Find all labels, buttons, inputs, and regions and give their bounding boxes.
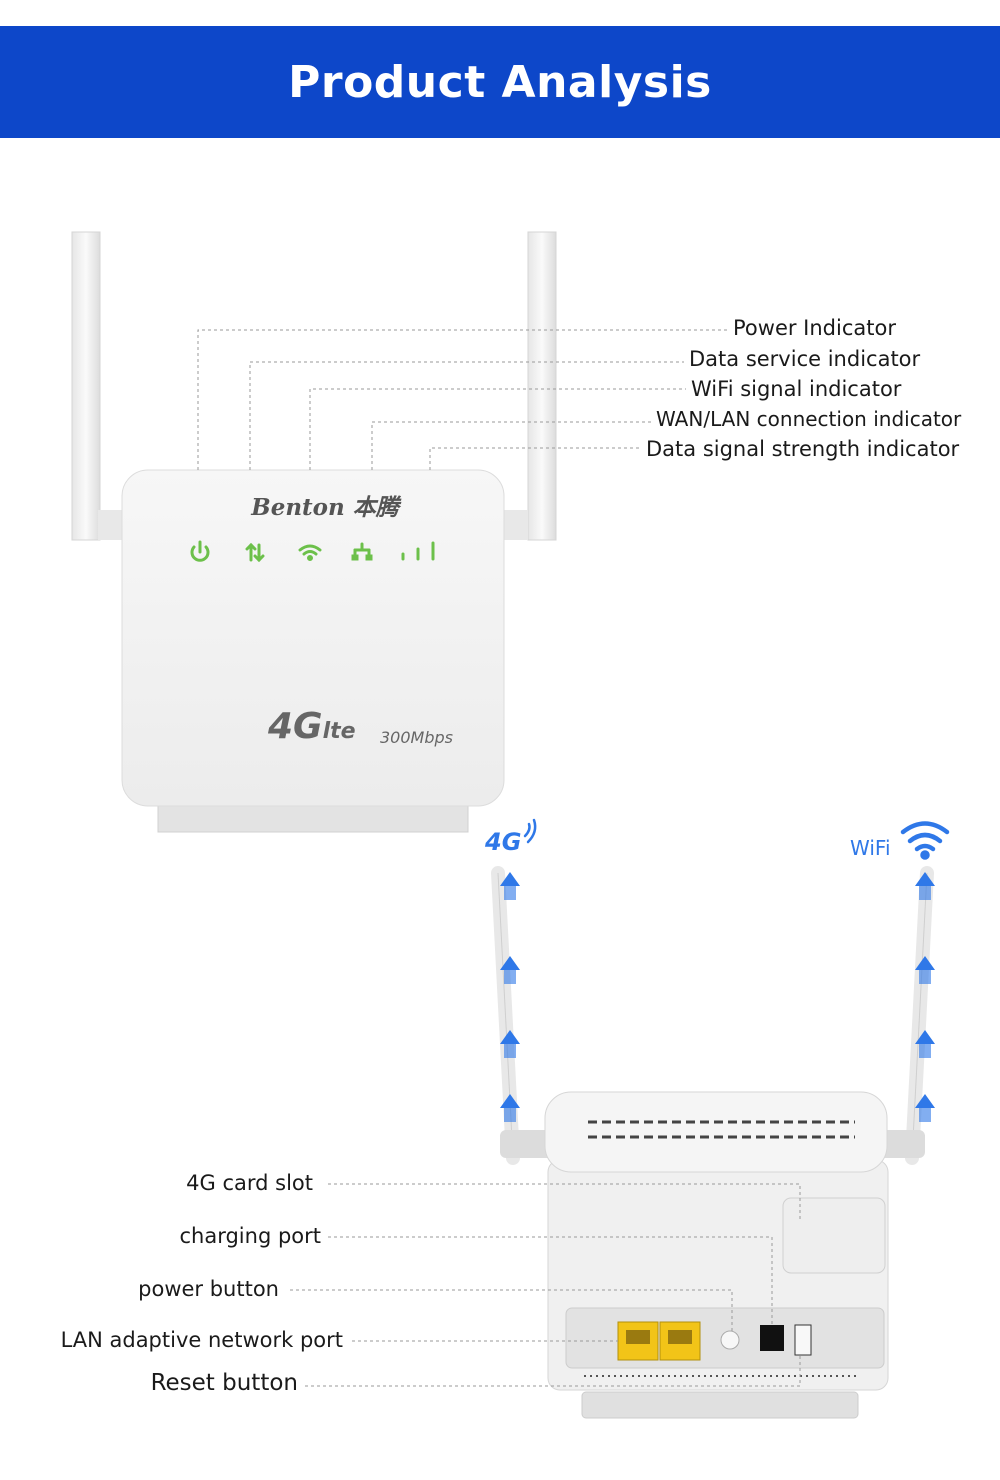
wifi-icon	[900, 821, 950, 860]
title-banner: Product Analysis	[0, 26, 1000, 138]
card-slot-label: 4G card slot	[186, 1171, 313, 1195]
lte-suffix: lte	[322, 719, 356, 744]
reset-button-icon	[794, 1324, 812, 1356]
front-router	[71, 231, 557, 833]
led-indicators	[190, 540, 435, 563]
signal-arrows	[500, 872, 935, 1122]
data-signal-strength-label: Data signal strength indicator	[646, 437, 960, 461]
charging-port-label: charging port	[179, 1224, 321, 1248]
back-leader-lines	[290, 1183, 801, 1387]
back-router	[491, 866, 934, 1419]
brand-logo: Benton 本腾	[251, 494, 399, 521]
wifi-led-icon	[298, 544, 322, 561]
front-leader-lines	[197, 329, 728, 470]
wifi-signal-indicator-label: WiFi signal indicator	[691, 377, 902, 401]
data-service-led-icon	[245, 542, 265, 563]
speed-label: 300Mbps	[380, 728, 453, 747]
antenna-wifi-label: WiFi	[850, 836, 891, 860]
antenna-4g-label: 4G	[485, 828, 522, 856]
signal-led-icon	[401, 541, 435, 561]
power-led-icon	[190, 540, 210, 562]
wan-lan-led-icon	[351, 542, 373, 561]
power-button-label: power button	[138, 1277, 279, 1301]
page-title: Product Analysis	[288, 56, 712, 108]
lan-ports	[617, 1321, 701, 1361]
power-indicator-label: Power Indicator	[733, 316, 896, 340]
reset-button-label: Reset button	[150, 1370, 298, 1396]
lte-main: 4G	[268, 706, 323, 747]
wan-lan-indicator-label: WAN/LAN connection indicator	[656, 407, 962, 431]
power-button-icon	[720, 1330, 740, 1350]
arrow-up-icon	[915, 872, 935, 1122]
lte-logo: 4Glte	[268, 706, 356, 747]
arrow-up-icon	[500, 872, 520, 1122]
signal-waves-icon	[523, 818, 537, 844]
data-service-indicator-label: Data service indicator	[689, 347, 921, 371]
charging-port-icon	[760, 1325, 784, 1351]
lan-port-label: LAN adaptive network port	[60, 1328, 343, 1352]
